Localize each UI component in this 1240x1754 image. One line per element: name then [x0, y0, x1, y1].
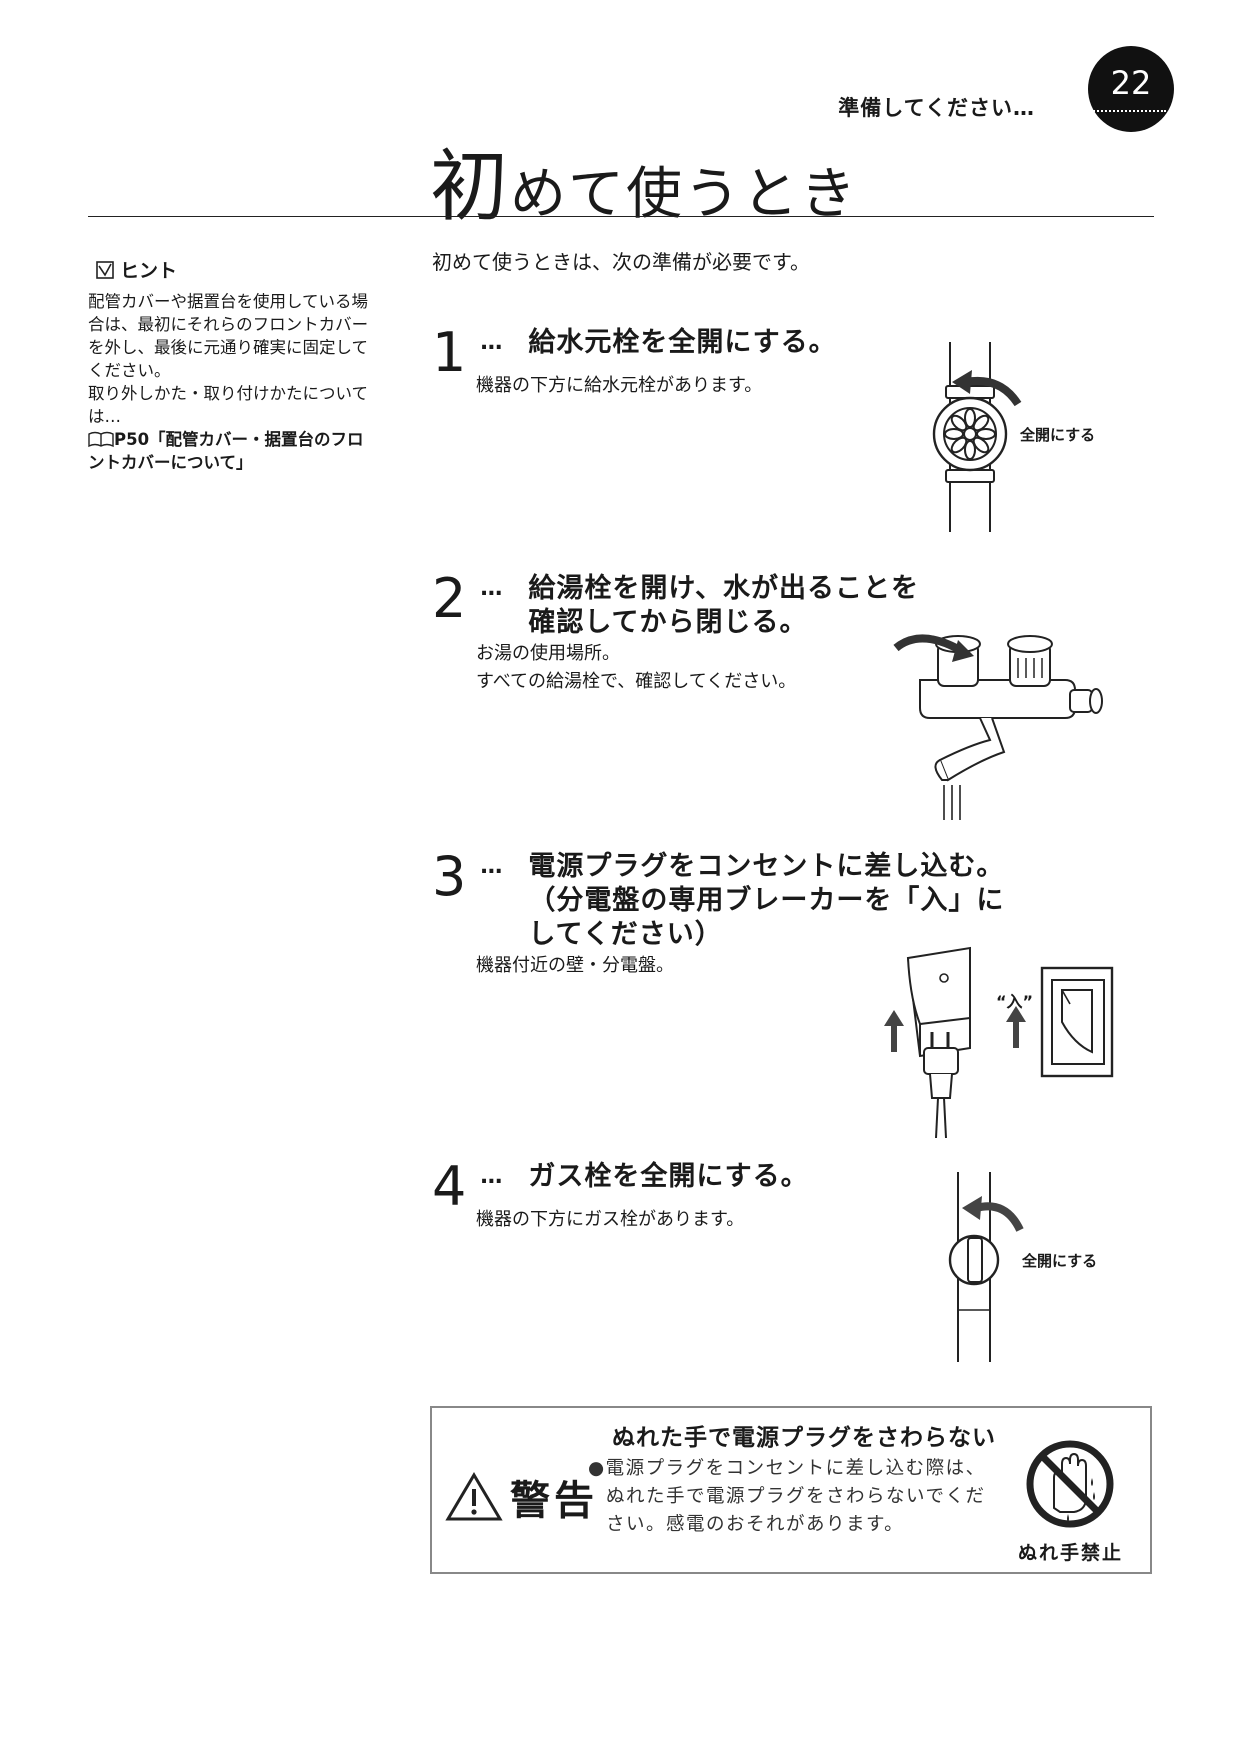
hint-reference[interactable]: P50「配管カバー・据置台のフロントカバーについて」 — [88, 428, 378, 474]
step-number: 2 — [432, 567, 467, 630]
breaker-panel-illustration — [1006, 966, 1114, 1078]
step-number: 4 — [432, 1155, 467, 1218]
no-wet-hands-icon — [1026, 1440, 1114, 1528]
step-3: 3 … 電源プラグをコンセントに差し込む。 （分電盤の専用ブレーカーを「入」に … — [432, 850, 1004, 980]
step-title: 電源プラグをコンセントに差し込む。 — [528, 851, 1005, 882]
hint-heading: ヒント — [96, 256, 177, 283]
step-title: 給水元栓を全開にする。 — [528, 327, 837, 358]
step-dots: … — [480, 854, 503, 879]
checkbox-icon — [96, 260, 114, 279]
intro-text: 初めて使うときは、次の準備が必要です。 — [432, 250, 810, 274]
step-title: 給湯栓を開け、水が出ることを — [528, 573, 920, 604]
page-title: 初めて使うとき — [430, 124, 858, 236]
warning-text: ●電源プラグをコンセントに差し込む際は、ぬれた手で電源プラグをさわらないでくださ… — [588, 1455, 998, 1539]
step-title: 確認してから閉じる。 — [528, 607, 808, 638]
step-desc: すべての給湯栓で、確認してください。 — [476, 671, 797, 692]
step-dots: … — [480, 330, 503, 355]
warning-title: ぬれた手で電源プラグをさわらない — [612, 1425, 996, 1451]
faucet-illustration — [893, 634, 1103, 820]
water-valve-illustration — [932, 342, 1022, 532]
step-title: ガス栓を全開にする。 — [528, 1161, 809, 1192]
warning-box — [430, 1406, 1152, 1574]
page-title-first-char: 初 — [430, 142, 511, 232]
step-dots: … — [480, 576, 503, 601]
step-4: 4 … ガス栓を全開にする。 機器の下方にガス栓があります。 — [432, 1160, 809, 1234]
outlet-plug-illustration — [884, 946, 971, 1139]
step-desc: 機器の下方にガス栓があります。 — [476, 1209, 745, 1230]
step-number: 1 — [432, 321, 467, 384]
step-dots: … — [480, 1164, 503, 1189]
hint-reference-text: P50「配管カバー・据置台のフロントカバーについて」 — [88, 430, 364, 472]
page-number: 22 — [1110, 64, 1152, 102]
hint-heading-label: ヒント — [120, 260, 178, 282]
hint-body: 配管カバーや据置台を使用している場合は、最初にそれらのフロントカバーを外し、最後… — [88, 290, 378, 474]
hint-line: 配管カバーや据置台を使用している場合は、最初にそれらのフロントカバーを外し、最後… — [88, 292, 369, 380]
step-desc: 機器の下方に給水元栓があります。 — [476, 375, 763, 396]
figure-label: “入” — [996, 992, 1034, 1011]
gas-valve-illustration — [948, 1172, 1024, 1362]
step-title: （分電盤の専用ブレーカーを「入」に — [528, 885, 1005, 916]
warning-label: 警告 — [445, 1468, 598, 1526]
warning-triangle-icon — [445, 1472, 503, 1521]
title-rule — [88, 216, 1154, 217]
step-2: 2 … 給湯栓を開け、水が出ることを 確認してから閉じる。 お湯の使用場所。 す… — [432, 572, 919, 696]
no-wet-hands-label: ぬれ手禁止 — [1018, 1542, 1124, 1564]
warning-label-text: 警告 — [510, 1478, 598, 1524]
step-number: 3 — [432, 845, 467, 908]
section-label: 準備してください… — [838, 96, 1035, 120]
step-desc: お湯の使用場所。 — [476, 643, 620, 664]
page-badge-dots — [1086, 110, 1166, 112]
figure-label: 全開にする — [1022, 1252, 1098, 1270]
warning-bullet: ● — [588, 1458, 606, 1479]
hint-line: 取り外しかた・取り付けかたについては… — [88, 384, 369, 426]
book-icon — [88, 431, 114, 448]
step-title: してください） — [528, 919, 723, 950]
step-desc: 機器付近の壁・分電盤。 — [476, 955, 674, 976]
step-1: 1 … 給水元栓を全開にする。 機器の下方に給水元栓があります。 — [432, 326, 837, 400]
page-number-badge: 22 — [1088, 46, 1174, 132]
page-title-rest: めて使うとき — [510, 162, 859, 227]
figure-label: 全開にする — [1020, 426, 1096, 444]
warning-text-body: 電源プラグをコンセントに差し込む際は、ぬれた手で電源プラグをさわらないでください… — [605, 1458, 986, 1535]
